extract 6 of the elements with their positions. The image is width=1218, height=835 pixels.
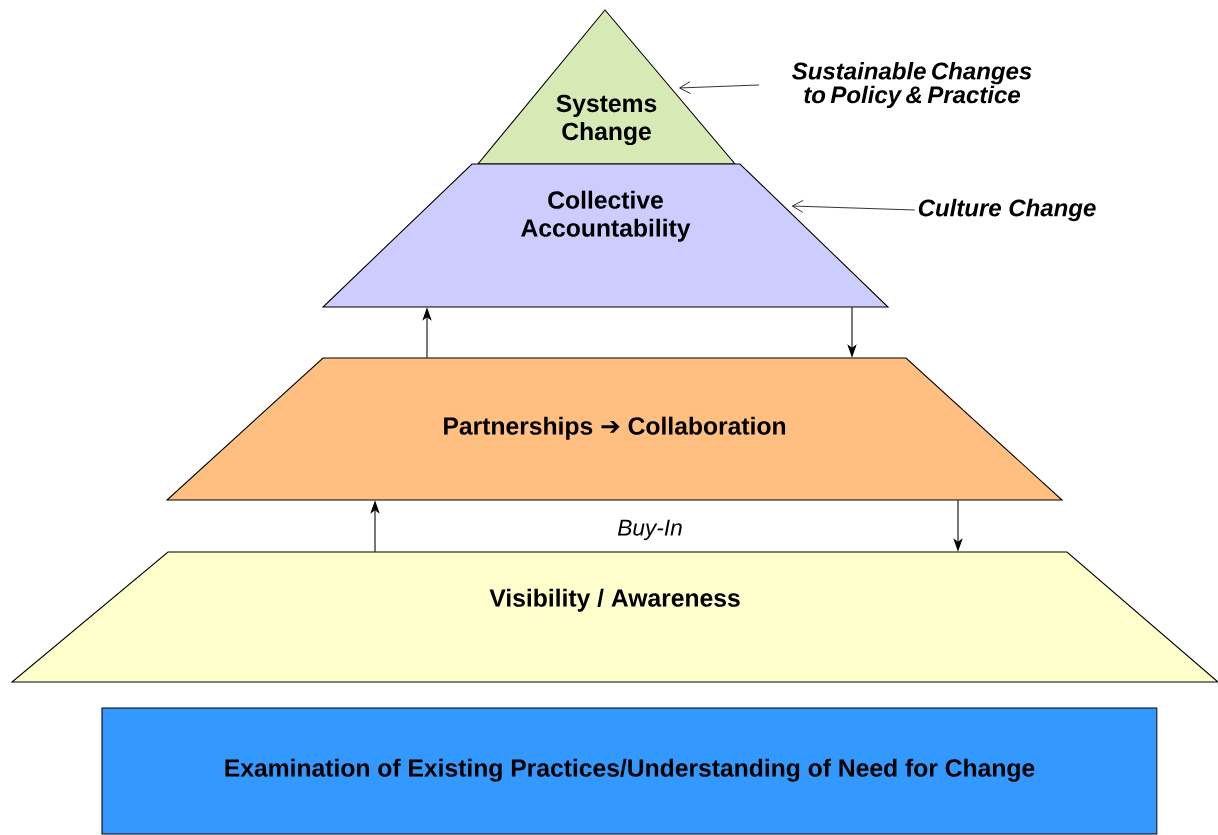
leader-arrow <box>679 81 760 94</box>
callout-text: Sustainable Changes to Policy & Practice <box>792 61 1032 109</box>
callout-text: Culture Change <box>918 198 1096 222</box>
foundation-box: Examination of Existing Practices/Understanding of Need for Change <box>101 707 1158 835</box>
leader-arrow <box>791 200 916 213</box>
caption-text: Buy-In <box>617 519 682 541</box>
